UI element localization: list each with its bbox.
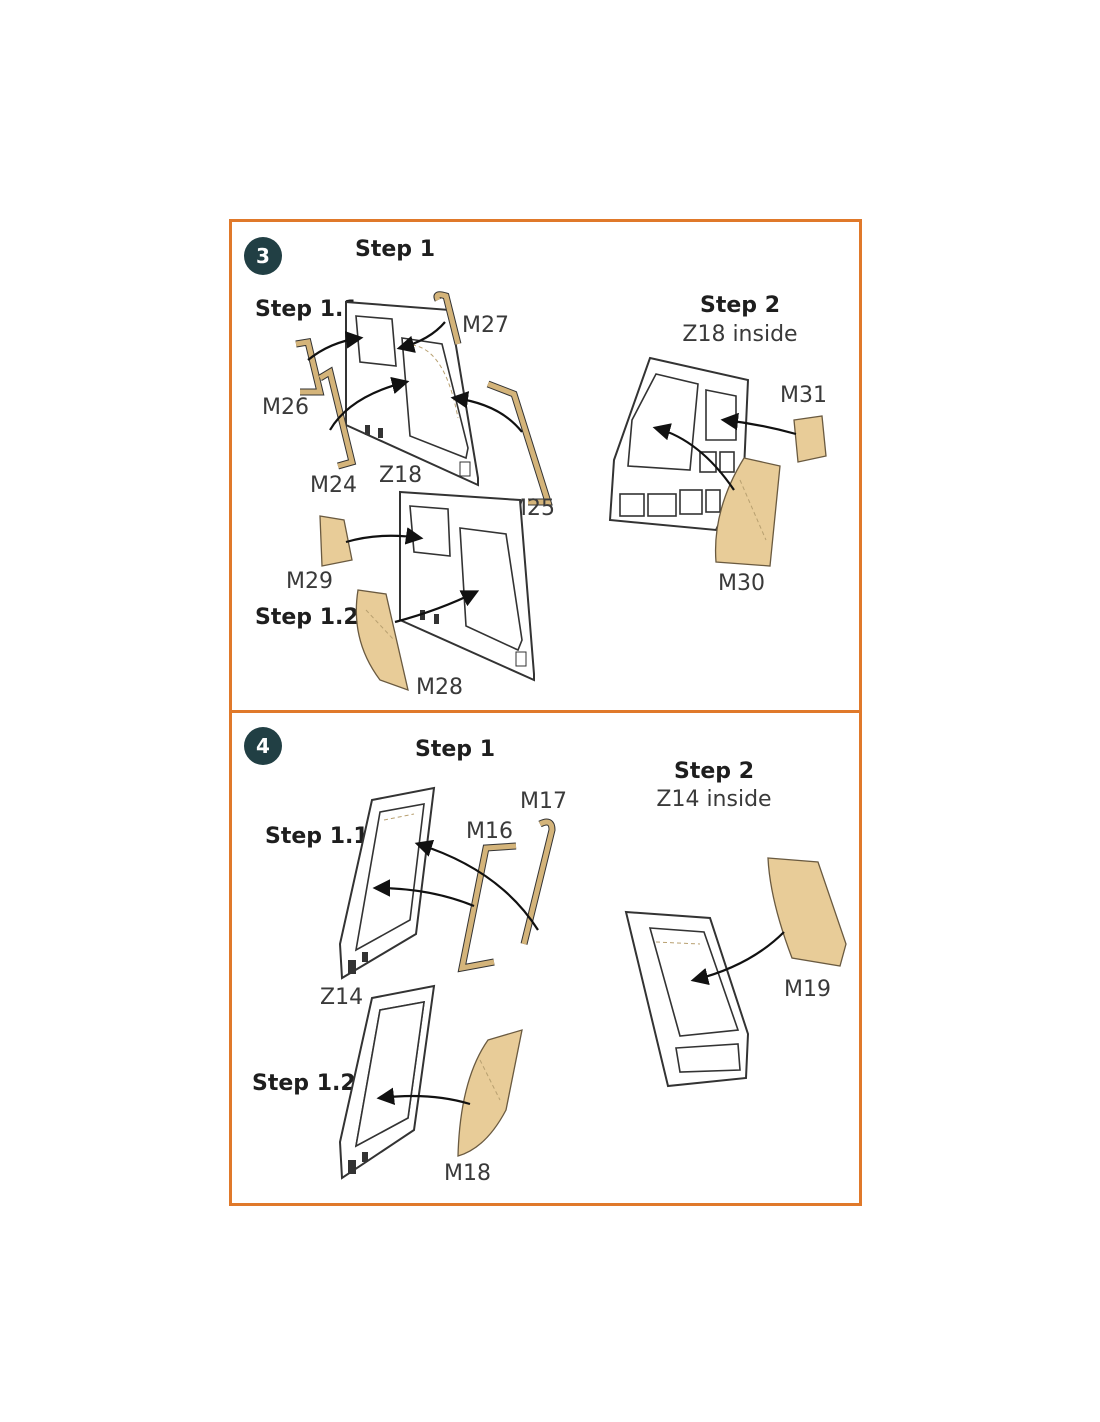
m31-window xyxy=(793,415,827,463)
label-m27: M27 xyxy=(462,313,509,338)
label-m24: M24 xyxy=(310,473,357,498)
m26-seal xyxy=(295,339,324,395)
arrow-m16 xyxy=(372,879,475,908)
panel4-step2-subtitle: Z14 inside xyxy=(656,787,771,812)
panel4-step1-1-title: Step 1.1 xyxy=(265,824,369,849)
panel-4-content: 4 Step 1 Step 1.1 Step 1.2 Step 2 Z14 in… xyxy=(244,727,847,1186)
z18-frame-step1-1 xyxy=(345,300,479,487)
m29-window xyxy=(319,515,353,567)
step-badge-4 xyxy=(244,727,282,765)
m17-seal xyxy=(521,819,555,945)
label-m18: M18 xyxy=(444,1161,491,1186)
arrow-m31 xyxy=(720,412,797,436)
z18-frame-step1-2 xyxy=(399,490,535,682)
label-m16: M16 xyxy=(466,819,513,844)
z14-door-step1-2 xyxy=(338,984,436,1180)
panel4-step1-title: Step 1 xyxy=(415,737,495,762)
label-m17: M17 xyxy=(520,789,567,814)
label-m30: M30 xyxy=(718,571,765,596)
step-badge-3 xyxy=(244,237,282,275)
label-z18: Z18 xyxy=(379,463,422,488)
instruction-panel-4 xyxy=(229,710,862,1206)
m16-seal xyxy=(458,843,517,972)
m19-window xyxy=(767,857,847,967)
arrow-m27 xyxy=(396,321,446,353)
arrow-m28 xyxy=(394,590,480,624)
m28-window xyxy=(355,589,409,692)
arrow-m17 xyxy=(414,839,539,931)
m18-window xyxy=(457,1029,523,1157)
z14-inside-door xyxy=(624,910,750,1088)
label-z14: Z14 xyxy=(320,985,363,1010)
arrow-m25 xyxy=(450,391,523,433)
panel-3-content: 3 Step 1 Step 1.1 Step 1.2 Step 2 Z18 in… xyxy=(244,237,827,700)
m25-seal xyxy=(487,381,552,505)
step-badge-4-number: 4 xyxy=(256,734,270,758)
z14-door-step1-1 xyxy=(338,786,436,980)
step-badge-3-number: 3 xyxy=(256,244,270,268)
panel3-step2-title: Step 2 xyxy=(700,293,780,318)
arrow-m29 xyxy=(345,527,424,545)
panel3-step1-1-title: Step 1.1 xyxy=(255,297,359,322)
label-m31: M31 xyxy=(780,383,827,408)
panel4-step1-2-title: Step 1.2 xyxy=(252,1071,356,1096)
m27-seal xyxy=(434,292,461,345)
panel3-step2-subtitle: Z18 inside xyxy=(682,322,797,347)
label-m26: M26 xyxy=(262,395,309,420)
panel3-step1-2-title: Step 1.2 xyxy=(255,605,359,630)
arrow-m19 xyxy=(690,931,785,986)
label-m19: M19 xyxy=(784,977,831,1002)
arrow-m18 xyxy=(376,1087,471,1106)
z18-inside-frame xyxy=(608,356,750,532)
label-m28: M28 xyxy=(416,675,463,700)
arrow-m30 xyxy=(652,423,735,491)
label-m29: M29 xyxy=(286,569,333,594)
arrow-m26 xyxy=(307,331,364,361)
panel4-step2-title: Step 2 xyxy=(674,759,754,784)
arrow-m24 xyxy=(329,376,410,431)
panel3-step1-title: Step 1 xyxy=(355,237,435,262)
